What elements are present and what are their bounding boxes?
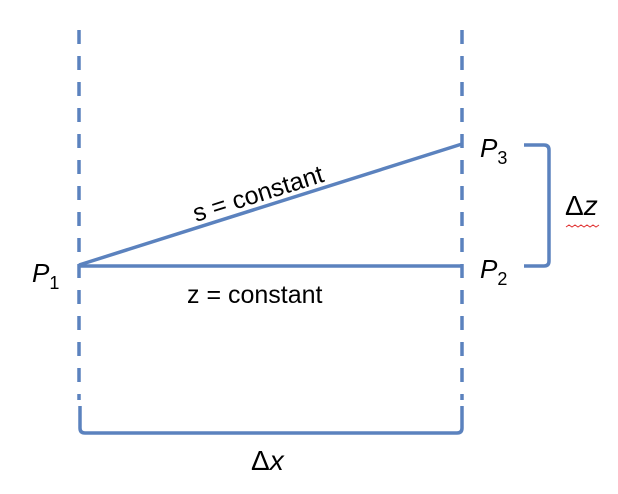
delta-z-bracket xyxy=(524,143,551,268)
z-constant-label: z = constant xyxy=(187,281,323,309)
point-p1-label: P1 xyxy=(32,258,59,293)
delta-x-bracket xyxy=(78,406,464,435)
delta-z-label: Δz xyxy=(565,190,598,221)
delta-x-label: Δx xyxy=(251,445,285,476)
point-p3-label: P3 xyxy=(480,133,507,168)
spellcheck-underline xyxy=(565,224,600,228)
point-p2-label: P2 xyxy=(480,254,507,289)
s-constant-line xyxy=(78,142,463,267)
